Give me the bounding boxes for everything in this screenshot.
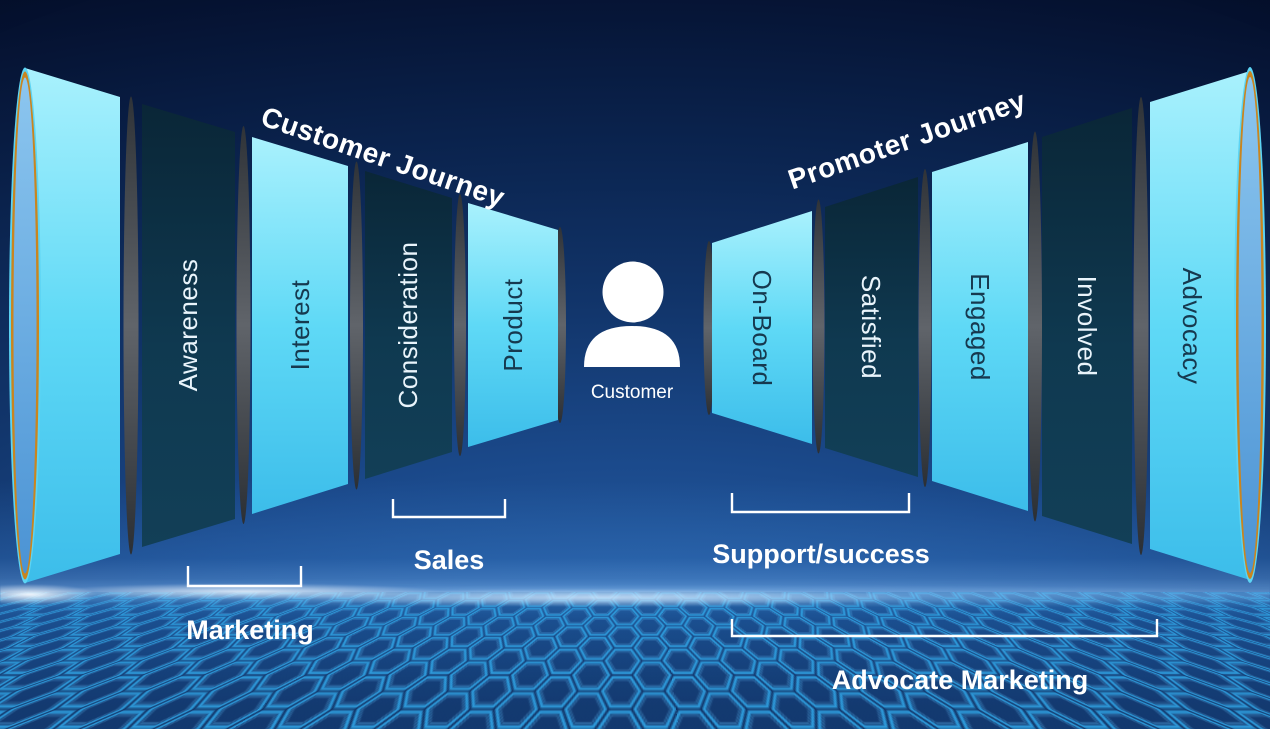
funnel-rim (123, 96, 139, 555)
funnel-rim (350, 161, 363, 490)
funnel-end-cap (703, 241, 715, 415)
stage-segment-awareness (142, 104, 235, 547)
funnel-rim (1133, 97, 1149, 555)
customer-journey-funnel: Awareness Interest Consideration Product… (9, 67, 566, 584)
funnel-rim (454, 194, 466, 456)
promoter-journey-funnel: On-Board Satisfied Engaged Involved Advo… (703, 67, 1266, 583)
funnel-mouth-band (25, 68, 120, 583)
stage-segment-involved (1042, 108, 1132, 544)
stage-segment-satisfied (825, 177, 918, 477)
stage-label-satisfied: Satisfied (856, 275, 886, 379)
funnel-mouth-face (1234, 67, 1266, 583)
funnel-rim (812, 199, 825, 454)
stage-label-awareness: Awareness (173, 259, 203, 392)
support-bracket (730, 493, 911, 514)
stage-label-advocacy: Advocacy (1177, 268, 1207, 385)
stage-label-engaged: Engaged (965, 273, 995, 381)
support-label: Support/success (712, 539, 930, 569)
funnel-rim (918, 169, 932, 487)
stage-label-onboard: On-Board (747, 270, 777, 387)
stage-segment-product (468, 203, 558, 447)
stage-segment-onboard (712, 211, 812, 444)
stage-label-interest: Interest (285, 279, 315, 370)
stage-segment-engaged (932, 142, 1028, 511)
stage-label-involved: Involved (1072, 276, 1102, 377)
stage-segment-advocacy (1150, 71, 1250, 580)
stage-segment-consideration (365, 171, 452, 479)
person-icon (584, 326, 680, 367)
person-icon (602, 261, 664, 323)
advocate-label: Advocate Marketing (832, 665, 1089, 695)
marketing-bracket (186, 566, 303, 588)
stage-label-product: Product (498, 278, 528, 371)
marketing-label: Marketing (186, 615, 314, 645)
funnel-rim (1028, 131, 1042, 522)
sales-bracket (391, 499, 507, 519)
stage-label-consideration: Consideration (393, 242, 423, 409)
funnel-mouth-face (9, 67, 41, 584)
customer-label: Customer (591, 382, 674, 403)
customer-figure: Customer (584, 261, 680, 403)
stage-segment-interest (252, 137, 348, 514)
advocate-bracket (730, 619, 1159, 638)
funnel-rim (236, 126, 251, 524)
phase-annotations: Marketing Sales Support/success Advocate… (186, 493, 1159, 695)
sales-label: Sales (414, 545, 485, 575)
